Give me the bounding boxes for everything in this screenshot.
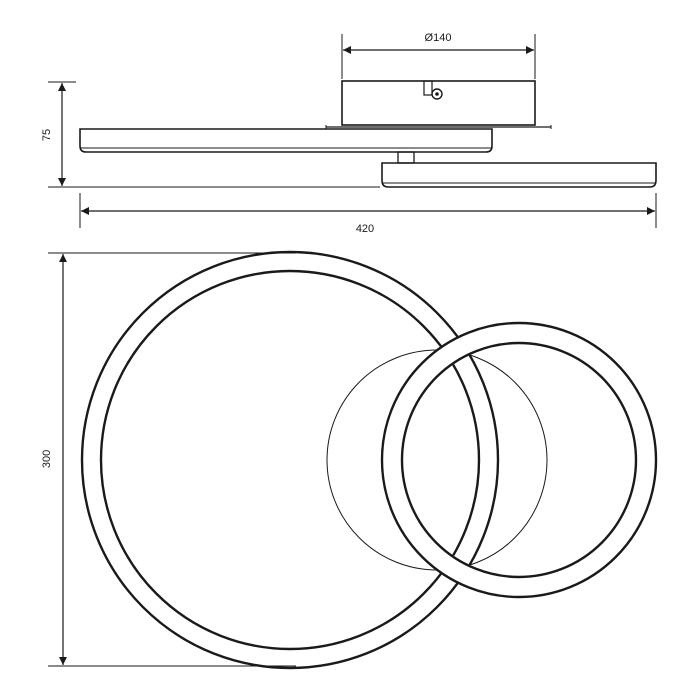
top-view xyxy=(80,250,658,670)
mounting-screw-icon xyxy=(423,80,443,100)
small-ring-inner-fill xyxy=(402,343,636,577)
connector-stem xyxy=(397,151,415,164)
small-ring-inner xyxy=(400,341,638,579)
dimension-label-height: 75 xyxy=(41,129,53,141)
dimension-label-depth: 300 xyxy=(41,450,53,468)
base-canopy xyxy=(341,80,536,126)
side-view xyxy=(79,80,657,188)
dimension-label-width: 420 xyxy=(356,223,374,235)
upper-ring-profile xyxy=(79,128,493,153)
small-ring-outer xyxy=(380,321,658,599)
dimension-height: 75 xyxy=(41,81,380,188)
dimension-width: 420 xyxy=(79,193,657,235)
dimension-base-diameter: Ø140 xyxy=(341,32,536,79)
dimension-label-diameter: Ø140 xyxy=(425,32,452,44)
